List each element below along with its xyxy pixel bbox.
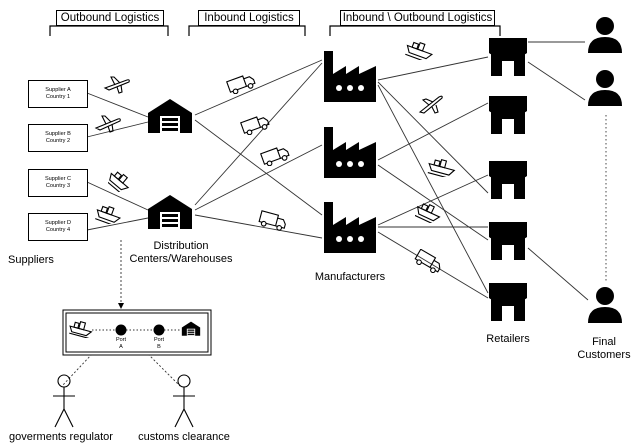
airplane-icon <box>418 95 443 114</box>
airplane-icon <box>94 115 121 133</box>
retailers-label: Retailers <box>486 333 530 345</box>
supplier-name: Supplier D <box>44 220 72 226</box>
port-a-dot <box>115 324 127 336</box>
truck-icon <box>240 116 270 135</box>
supplier-c-box: Supplier C Country 3 <box>28 169 88 197</box>
line-mfg3-ret3 <box>377 174 489 226</box>
truck-icon <box>414 249 441 273</box>
final-customers-line1: Final <box>592 336 616 348</box>
port-b-dot <box>153 324 165 336</box>
truck-icon <box>226 75 256 94</box>
stick-figure-icon <box>173 374 195 428</box>
inbound-logistics-label: Inbound Logistics <box>198 10 300 26</box>
bracket-inbound <box>188 25 306 36</box>
ship-icon <box>415 203 441 223</box>
line-supplier-d-warehouse2 <box>86 217 149 231</box>
warehouse-icon <box>148 195 192 229</box>
arrowhead <box>118 303 124 309</box>
truck-icon <box>260 147 290 166</box>
supplier-name: Supplier C <box>44 176 72 182</box>
final-customers-line2: Customers <box>577 349 631 361</box>
final-customers-label: Final Customers <box>575 336 633 362</box>
store-icon <box>489 283 527 321</box>
line-ret4-cust3 <box>527 247 589 301</box>
factory-icon <box>324 202 376 253</box>
store-icon <box>489 161 527 199</box>
distribution-label: Distribution Centers/Warehouses <box>124 240 238 266</box>
line-wh1-mfg1 <box>194 59 323 116</box>
ship-icon <box>405 41 434 60</box>
supplier-a-box: Supplier A Country 1 <box>28 80 88 108</box>
port-b-label-line2: B <box>157 343 161 350</box>
ship-icon <box>108 171 130 192</box>
line-supplier-c-warehouse2 <box>86 181 149 211</box>
airplane-icon <box>103 76 130 94</box>
line-wh1-mfg3 <box>194 119 323 216</box>
suppliers-label: Suppliers <box>8 254 54 266</box>
inout-logistics-label: Inbound \ Outbound Logistics <box>340 10 495 26</box>
line-mfg1-ret1 <box>377 56 489 81</box>
person-icon <box>588 70 622 106</box>
customs-clearance-label: customs clearance <box>138 431 230 443</box>
line-mfg2-ret4 <box>377 164 489 241</box>
warehouse-icon <box>148 99 192 133</box>
truck-icon <box>258 210 286 231</box>
line-wh2-mfg3 <box>194 214 323 239</box>
manufacturers-label: Manufacturers <box>314 271 386 283</box>
supplier-country: Country 2 <box>45 138 71 144</box>
line-mfg1-ret3 <box>377 81 489 194</box>
port-b-label: Port B <box>147 337 171 350</box>
government-regulator-label: goverments regulator <box>9 431 113 443</box>
port-a-label-line2: A <box>119 343 123 350</box>
supplier-country: Country 4 <box>45 227 71 233</box>
supplier-d-box: Supplier D Country 4 <box>28 213 88 241</box>
line-wh2-mfg1 <box>194 62 323 206</box>
line-mfg1-ret5 <box>377 84 489 294</box>
ship-icon <box>95 205 122 224</box>
supplier-country: Country 1 <box>45 94 71 100</box>
person-icon <box>588 287 622 323</box>
distribution-label-line1: Distribution <box>153 240 209 252</box>
store-icon <box>489 38 527 76</box>
factory-icon <box>324 127 376 178</box>
ship-icon <box>427 159 456 177</box>
store-icon <box>489 96 527 134</box>
factory-icon <box>324 51 376 102</box>
bracket-outbound <box>49 25 169 36</box>
line-mfg2-ret2 <box>377 102 489 161</box>
line-supplier-b-warehouse1 <box>86 121 149 138</box>
person-icon <box>588 17 622 53</box>
supplier-name: Supplier A <box>45 87 71 93</box>
distribution-label-line2: Centers/Warehouses <box>129 253 233 265</box>
line-wh2-mfg2 <box>194 144 323 211</box>
supplier-name: Supplier B <box>45 131 71 137</box>
bracket-inout <box>329 25 501 36</box>
supplier-b-box: Supplier B Country 2 <box>28 124 88 152</box>
line-ret1-cust2 <box>527 61 586 101</box>
port-a-label: Port A <box>109 337 133 350</box>
store-icon <box>489 222 527 260</box>
line-mfg3-ret5 <box>377 231 489 299</box>
outbound-logistics-label: Outbound Logistics <box>56 10 164 26</box>
supplier-country: Country 3 <box>45 183 71 189</box>
stick-figure-icon <box>53 374 75 428</box>
warehouse-icon <box>181 321 201 336</box>
ship-icon <box>69 321 93 338</box>
port-b-label-line1: Port <box>153 337 165 343</box>
line-supplier-a-warehouse1 <box>86 92 149 118</box>
port-a-label-line1: Port <box>115 337 127 343</box>
